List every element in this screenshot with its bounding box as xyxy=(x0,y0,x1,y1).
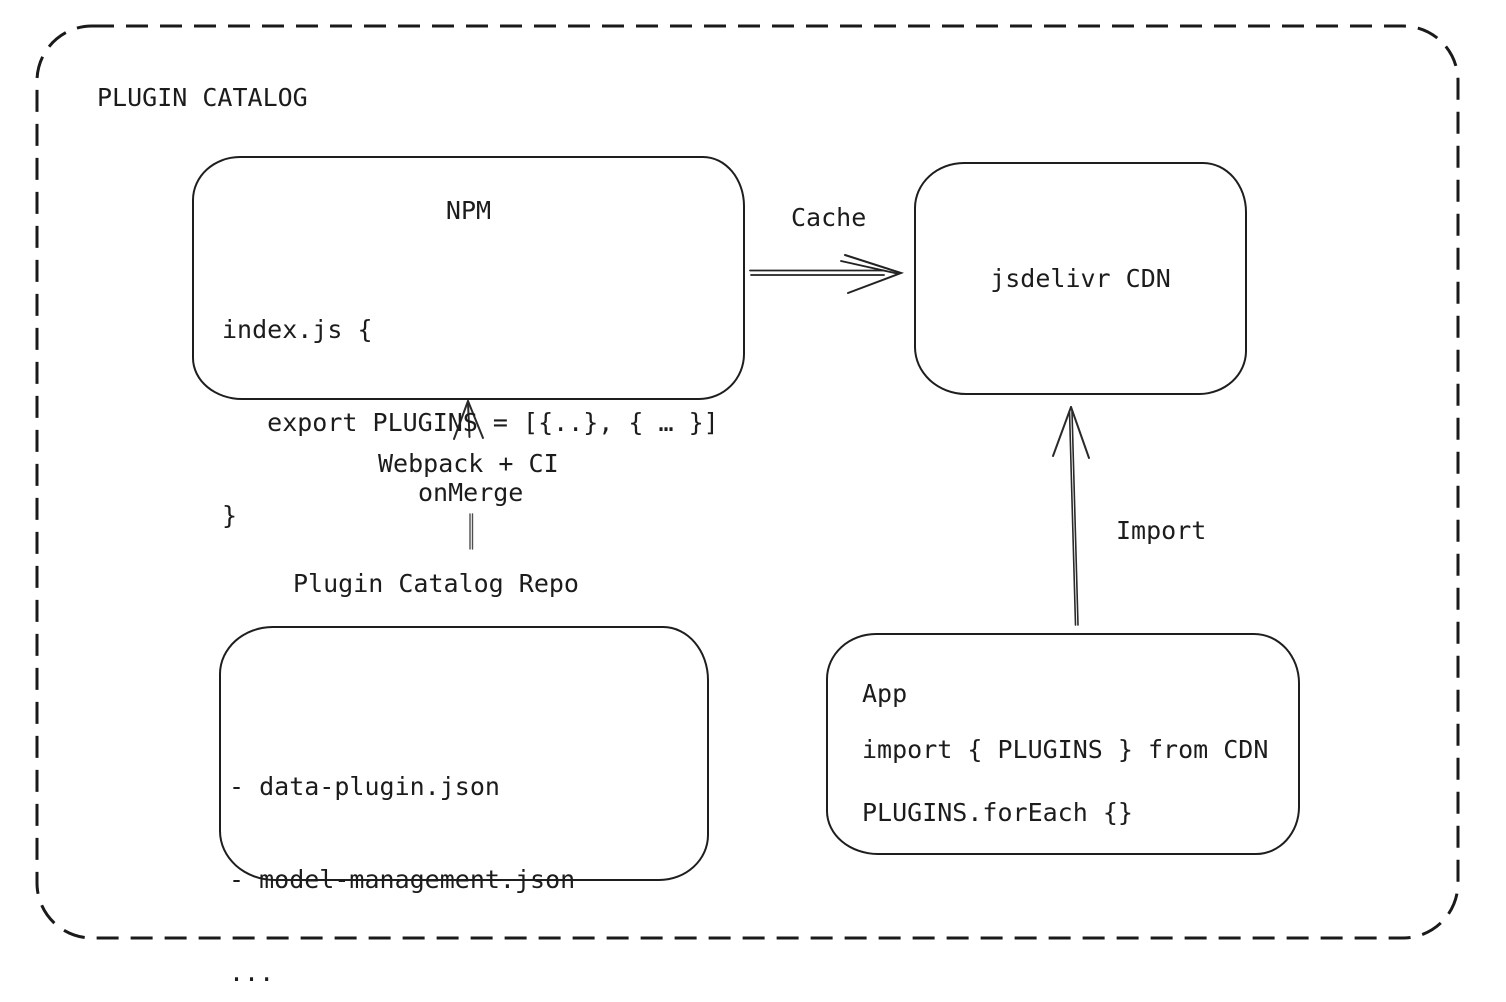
npm-box-title: NPM xyxy=(445,196,492,225)
app-code-line: PLUGINS.forEach {} xyxy=(862,798,1133,827)
repo-file-item: - model-management.json xyxy=(229,865,576,894)
repo-file-item: - data-plugin.json xyxy=(229,772,500,801)
cdn-box-label: jsdelivr CDN xyxy=(990,264,1171,293)
app-box-title: App xyxy=(862,679,908,708)
npm-code-line: } xyxy=(222,501,238,530)
app-box[interactable] xyxy=(826,633,1300,855)
npm-code-block: index.js { export PLUGINS = [{..}, { … }… xyxy=(222,252,719,593)
build-connector-line[interactable] xyxy=(469,513,474,550)
npm-code-line: export PLUGINS = [{..}, { … }] xyxy=(222,408,719,437)
cache-arrow[interactable] xyxy=(749,254,905,294)
build-arrow[interactable] xyxy=(453,400,484,440)
build-arrow-label-line1: Webpack + CI xyxy=(378,449,559,478)
repo-box-label: Plugin Catalog Repo xyxy=(293,569,579,598)
import-arrow[interactable] xyxy=(1052,406,1090,626)
repo-file-list: - data-plugin.json - model-management.js… xyxy=(229,709,575,1002)
diagram-title: PLUGIN CATALOG xyxy=(97,83,308,112)
app-code-line: import { PLUGINS } from CDN xyxy=(862,735,1269,764)
plugin-catalog-frame[interactable] xyxy=(35,24,1460,940)
cdn-box[interactable] xyxy=(914,162,1247,395)
npm-code-line: index.js { xyxy=(222,315,373,344)
npm-box[interactable] xyxy=(192,156,745,400)
import-arrow-label: Import xyxy=(1116,516,1207,545)
repo-box[interactable] xyxy=(219,626,709,881)
repo-file-item: ... xyxy=(229,958,275,987)
cache-arrow-label: Cache xyxy=(791,203,867,232)
build-arrow-label-line2: onMerge xyxy=(418,478,524,507)
